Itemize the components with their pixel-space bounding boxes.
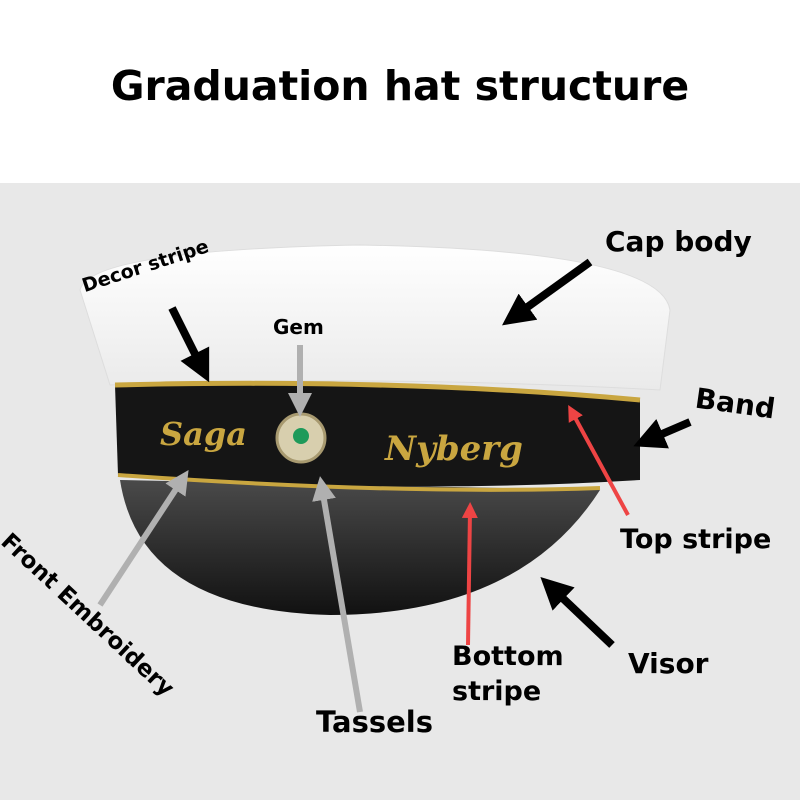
bottom-stripe-shape: [117, 473, 601, 492]
embroidery-first-name: Saga: [160, 415, 247, 453]
visor-shape: [120, 480, 600, 615]
label-bottom-stripe-line1: Bottom: [452, 641, 564, 672]
cap-body-shape: [79, 244, 671, 391]
bottom-stripe-arrow: [461, 502, 478, 646]
decor-stripe-arrow: [168, 306, 210, 383]
band-shape: [115, 383, 640, 487]
label-gem: Gem: [273, 315, 324, 339]
visor-arrow: [540, 576, 615, 648]
embroidery-last-name: Nyberg: [384, 429, 523, 469]
tassels-arrow: [312, 476, 363, 713]
label-top-stripe: Top stripe: [620, 524, 772, 555]
label-bottom-stripe-line2: stripe: [452, 676, 542, 707]
band-arrow: [633, 418, 692, 449]
label-tassels: Tassels: [316, 705, 434, 739]
diagram-title: Graduation hat structure: [110, 62, 690, 110]
front-embroidery-arrow: [97, 469, 189, 607]
top-stripe-arrow: [568, 404, 630, 516]
cap-body-arrow: [502, 258, 593, 326]
label-visor: Visor: [628, 647, 709, 680]
top-stripe-shape: [114, 380, 641, 403]
label-cap-body: Cap body: [605, 225, 752, 258]
gem-stone: [293, 428, 309, 444]
